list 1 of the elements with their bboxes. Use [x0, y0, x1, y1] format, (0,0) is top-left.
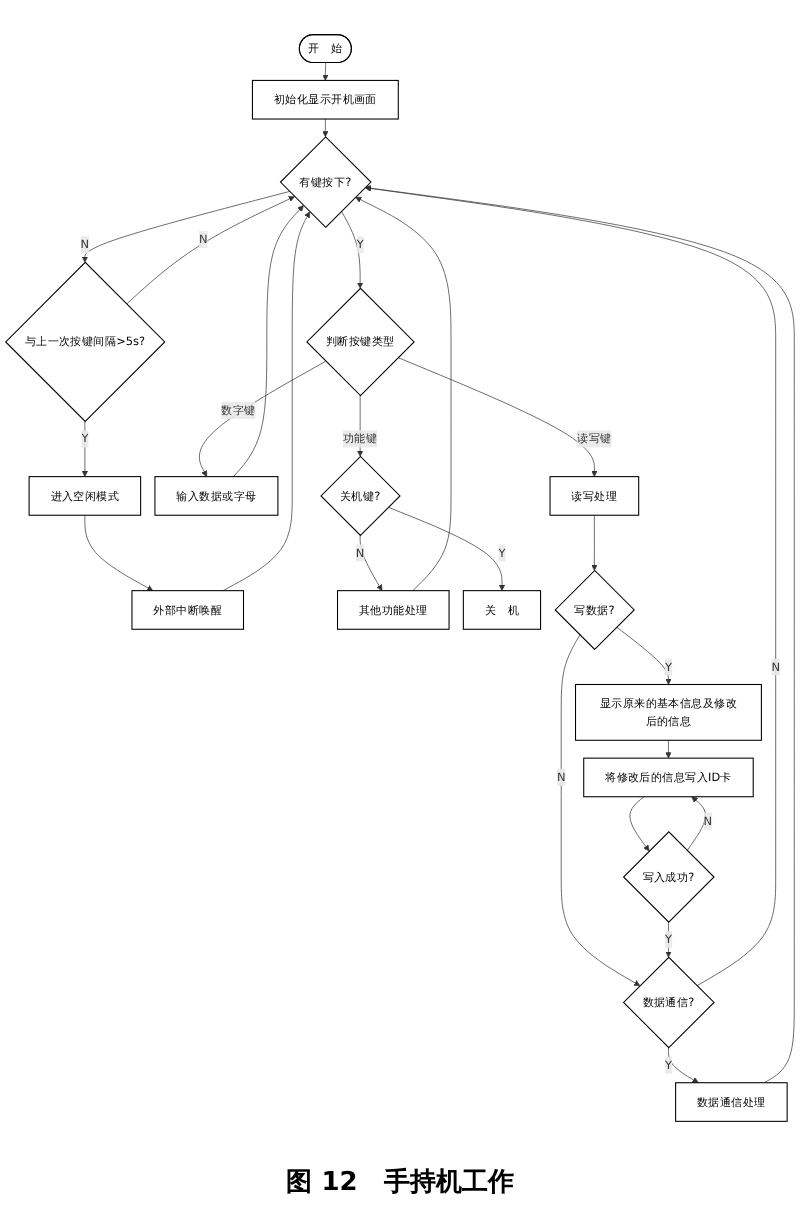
figure-caption: 图 12 手持机工作	[286, 1165, 514, 1202]
